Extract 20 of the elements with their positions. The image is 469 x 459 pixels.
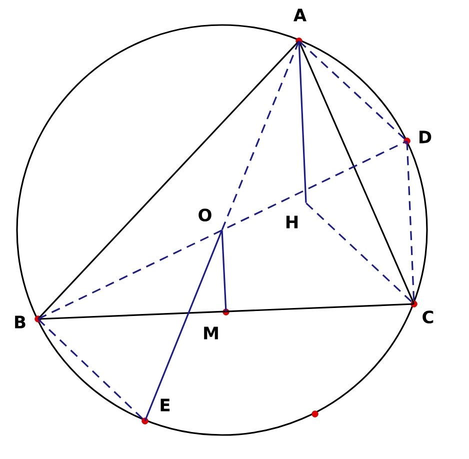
line-segment	[38, 303, 414, 320]
line-segment	[298, 41, 307, 203]
line-segment	[298, 40, 408, 142]
point-label: C	[422, 310, 434, 324]
line-segment	[144, 230, 223, 422]
line-segment	[221, 40, 300, 230]
line-segment	[306, 202, 414, 304]
point-label: H	[286, 216, 298, 228]
point-label: B	[15, 316, 26, 328]
point-label: A	[294, 8, 306, 22]
point-label: M	[204, 326, 218, 340]
point-label: O	[198, 208, 212, 222]
point-label: D	[420, 130, 432, 144]
point	[312, 410, 318, 418]
line-segment	[38, 40, 300, 320]
line-segment	[221, 230, 227, 312]
point-label: E	[160, 398, 170, 412]
line-segment	[38, 318, 146, 422]
line-segment	[38, 140, 408, 320]
line-segment	[298, 40, 415, 304]
